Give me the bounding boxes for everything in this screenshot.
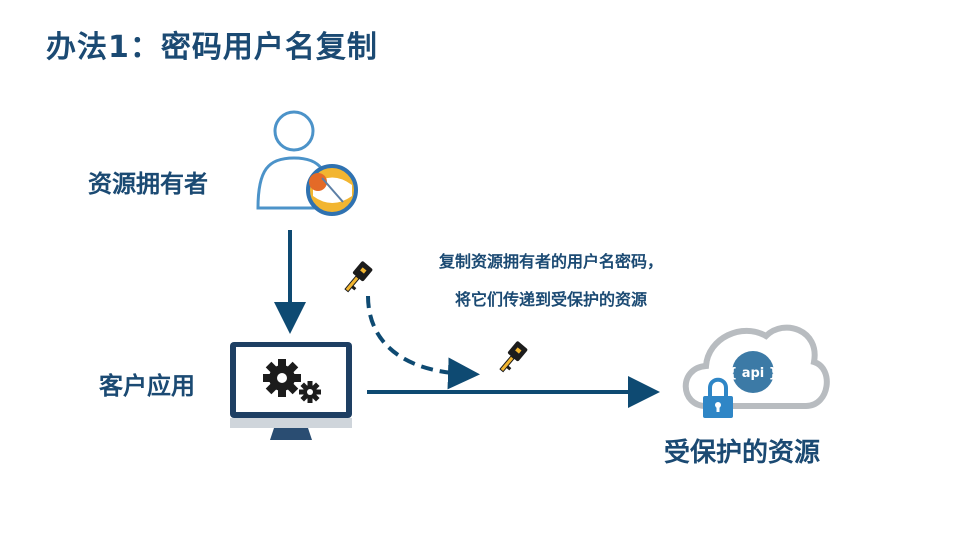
key-icon	[344, 261, 373, 293]
cloud-api-icon: { api }	[682, 324, 830, 409]
browser-icon	[306, 164, 358, 216]
credential-copy-arrow	[366, 295, 480, 390]
monitor-gears-icon	[230, 342, 352, 440]
client-app-label: 客户应用	[99, 372, 195, 400]
api-badge-text: { api }	[728, 366, 778, 381]
page-title: 办法1：密码用户名复制	[46, 30, 378, 65]
resource-owner-label: 资源拥有者	[88, 170, 208, 198]
note-line-1: 复制资源拥有者的用户名密码，	[438, 252, 663, 271]
lock-icon	[703, 377, 733, 418]
protected-resource-label: 受保护的资源	[664, 438, 821, 468]
note-line-2: 将它们传递到受保护的资源	[454, 290, 647, 309]
key-icon	[499, 341, 528, 373]
